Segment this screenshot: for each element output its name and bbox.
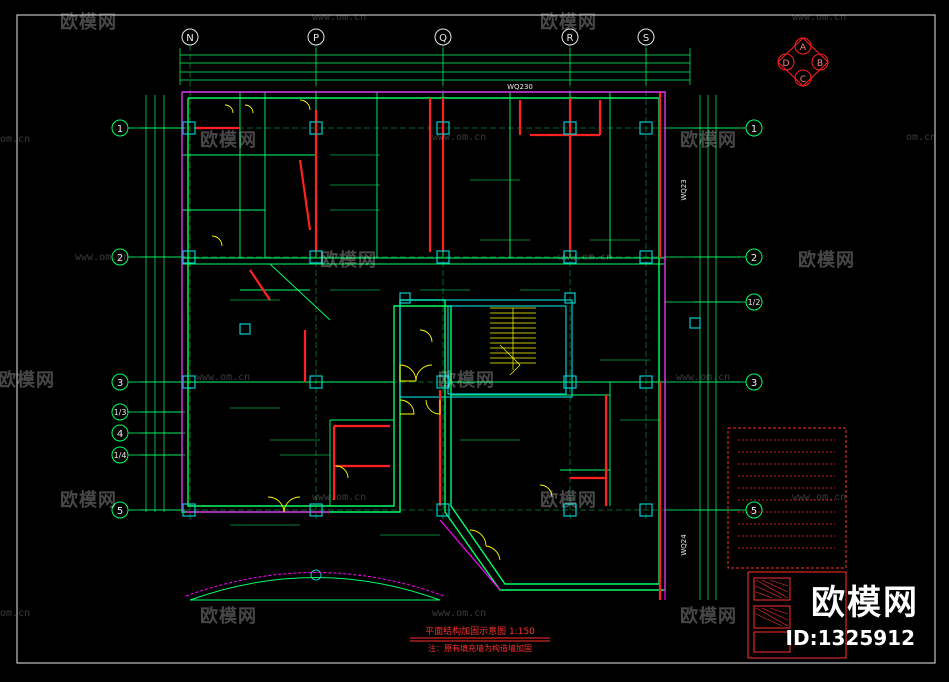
watermark-brand-3: 欧模网 [200, 130, 257, 151]
legend-box [747, 571, 847, 659]
axis-label-r: R [567, 33, 574, 44]
watermark-site-13: www.om.cn [432, 608, 487, 619]
beam-label-bottom-right: WQ24 [680, 534, 688, 556]
row-axis-right-label-5: 5 [751, 506, 757, 517]
axis-label-p: P [313, 33, 319, 44]
canopy-arc-magenta [185, 572, 445, 597]
row-axis-label-5: 5 [117, 506, 123, 517]
compass-letter-d: D [783, 59, 790, 69]
watermark-site-4: www.om.cn [432, 132, 487, 143]
watermark-brand-11: 欧模网 [200, 606, 257, 627]
watermark-site-10: www.om.cn [312, 492, 367, 503]
watermark-site-1: www.om.cn [312, 12, 367, 23]
axis-label-s: S [643, 33, 649, 44]
watermark-site-11: www.om.cn [792, 492, 847, 503]
notes-box [727, 427, 847, 569]
drawing-subtitle: 注：原有填充墙为构造墙加固 [428, 643, 532, 653]
row-axis-label-1-3: 1/3 [114, 408, 127, 417]
row-axis-right-label-3: 3 [751, 378, 757, 389]
watermark-site-12: om.cn [0, 608, 31, 619]
model-id-label: ID:1325912 [785, 626, 915, 650]
compass-letters: A B C D [783, 43, 824, 85]
watermark-brand-10: 欧模网 [540, 490, 597, 511]
row-axis-label-1: 1 [117, 124, 123, 135]
row-axis-label-3: 3 [117, 378, 123, 389]
watermark-brand-6: 欧模网 [798, 250, 855, 271]
watermark-brand-7: 欧模网 [0, 370, 55, 391]
axis-label-q: Q [439, 33, 447, 44]
title-underline [410, 637, 550, 642]
sheet-frame [16, 14, 936, 664]
watermark-site-3: om.cn [0, 134, 31, 145]
watermark-brand-8: 欧模网 [438, 370, 495, 391]
row-axis-bubbles-right: 1 2 1/2 3 5 [665, 119, 763, 519]
stair-treads [490, 307, 536, 376]
row-axis-right-label-2: 2 [751, 253, 757, 264]
top-dimensions [179, 48, 691, 85]
row-axis-right-label-1: 1 [751, 124, 757, 135]
row-axis-label-1-4: 1/4 [114, 451, 127, 460]
axis-label-n: N [186, 33, 193, 44]
annotation-leaders [230, 154, 660, 536]
columns [182, 121, 701, 517]
watermark-brand-5: 欧模网 [320, 250, 377, 271]
watermark-site-7: www.om.cn [558, 252, 613, 263]
canopy-arc [189, 569, 441, 601]
watermark-brand-2: 欧模网 [540, 12, 597, 33]
row-axis-right-label-1-2: 1/2 [748, 298, 761, 307]
row-axis-bubbles-left: 1 2 3 1/3 4 1/4 5 [111, 119, 182, 519]
beam-label-right: WQ23 [680, 179, 688, 200]
row-axis-label-2: 2 [117, 253, 123, 264]
doors [211, 99, 553, 561]
watermark-site-2: www.om.cn [792, 12, 847, 23]
compass-icon [777, 37, 829, 87]
stair-core [399, 299, 573, 398]
compass-letter-b: B [817, 59, 823, 69]
magenta-lines [181, 91, 666, 600]
brand-logo: 欧模网 [811, 583, 919, 623]
compass-letter-a: A [800, 43, 807, 53]
watermark-site-9: www.om.cn [676, 372, 731, 383]
column-axis-bubbles: N P Q R S [181, 28, 655, 46]
watermark-brand-12: 欧模网 [680, 606, 737, 627]
drawing-title: 平面结构加固示意图 1:150 [425, 625, 535, 637]
watermark-brand-1: 欧模网 [60, 12, 117, 33]
watermark-brand-9: 欧模网 [60, 490, 117, 511]
watermark-site-8: www.om.cn [196, 372, 251, 383]
row-axis-label-4: 4 [117, 429, 123, 440]
compass-letter-c: C [800, 75, 806, 85]
beam-label-top: WQ230 [507, 83, 533, 91]
watermark-site-6: www.om.cn [75, 252, 130, 263]
watermark-site-5: om.cn [906, 132, 937, 143]
watermark-brand-4: 欧模网 [680, 130, 737, 151]
